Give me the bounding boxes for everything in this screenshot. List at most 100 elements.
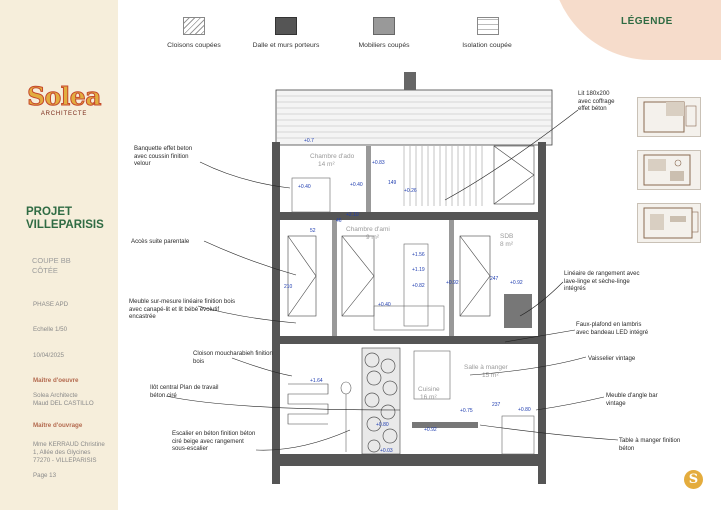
project-title: PROJET VILLEPARISIS bbox=[26, 206, 104, 232]
client-label: Maître d'ouvrage bbox=[33, 422, 83, 429]
moe-line1: Solea Architecte bbox=[33, 392, 78, 399]
svg-text:+0.7: +0.7 bbox=[304, 138, 314, 144]
brand-subtitle: ARCHITECTE bbox=[40, 111, 88, 117]
room-name: Chambre d'ado bbox=[310, 153, 355, 160]
note-lineaire: Linéaire de rangement avec lave-linge et… bbox=[564, 270, 640, 293]
note-faux-plafond: Faux-plafond en lambris avec bandeau LED… bbox=[576, 321, 649, 336]
dimensions: +0.7 +0.83 +0.40 +0.40 +0.26 149 52 +2.1… bbox=[284, 138, 531, 454]
washing-machine bbox=[504, 294, 532, 328]
note-meuble-angle: Meuble d'angle bar vintage bbox=[606, 392, 658, 407]
moe-line2: Maud DEL CASTILLO bbox=[33, 400, 94, 407]
legend-swatch-isolation bbox=[477, 17, 499, 35]
legend-swatch-dalle bbox=[275, 17, 297, 35]
brand-badge: S bbox=[684, 470, 703, 489]
svg-text:+0.26: +0.26 bbox=[404, 188, 417, 194]
svg-text:+0.40: +0.40 bbox=[350, 182, 363, 188]
client-line1: Mme KERRAUD Christine bbox=[33, 441, 105, 448]
staircase bbox=[287, 383, 329, 425]
project-title-line1: PROJET bbox=[26, 206, 73, 218]
section-drawing: Chambre d'ado 14 m² Chambre d'ami 9 m² S… bbox=[272, 72, 553, 484]
room-name: SDB bbox=[500, 233, 513, 240]
client-line3: 77270 - VILLEPARISIS bbox=[33, 457, 97, 464]
section-title-line1: COUPE BB bbox=[32, 256, 71, 265]
svg-text:237: 237 bbox=[492, 402, 501, 408]
svg-text:+0.83: +0.83 bbox=[372, 160, 385, 166]
section-title-line2: CÔTÉE bbox=[32, 266, 58, 275]
svg-text:46: 46 bbox=[336, 218, 342, 224]
plan-thumbnail-level-2 bbox=[637, 97, 701, 137]
partition bbox=[332, 220, 337, 336]
dresser bbox=[413, 350, 451, 400]
note-acces: Accès suite parentale bbox=[131, 238, 190, 245]
moucharabieh-pattern bbox=[364, 352, 398, 453]
room-name: Salle à manger bbox=[464, 364, 509, 371]
shelving bbox=[403, 243, 429, 327]
corner-bar bbox=[501, 415, 535, 455]
project-title-line2: VILLEPARISIS bbox=[26, 219, 104, 231]
right-wall bbox=[538, 142, 546, 484]
note-banquette: Banquette effet beton avec coussin finit… bbox=[134, 145, 193, 168]
note-cloison: Cloison moucharabieh finition bois bbox=[193, 350, 273, 365]
room-area: 16 m² bbox=[420, 394, 437, 401]
legend-label-cloisons: Cloisons coupées bbox=[167, 42, 221, 49]
room-area: 9 m² bbox=[366, 234, 380, 241]
sofa-bed bbox=[373, 305, 445, 331]
note-ilot: Ilôt central Plan de travail béton ciré bbox=[150, 384, 219, 399]
scale-label: Echelle 1/50 bbox=[33, 326, 68, 333]
svg-text:+0.80: +0.80 bbox=[518, 407, 531, 413]
partition bbox=[449, 220, 454, 336]
svg-text:149: 149 bbox=[388, 180, 397, 186]
section-title: COUPE BB CÔTÉE bbox=[32, 256, 71, 276]
svg-text:+0.92: +0.92 bbox=[510, 280, 523, 286]
sidebar-panel bbox=[0, 0, 118, 510]
plan-thumbnail-ground bbox=[637, 203, 701, 243]
note-meuble: Meuble sur-mesure linéaire finition bois… bbox=[129, 298, 236, 321]
svg-text:+1.56: +1.56 bbox=[412, 252, 425, 258]
partition bbox=[366, 146, 371, 212]
phase-label: PHASE APD bbox=[33, 301, 69, 308]
svg-text:+0.92: +0.92 bbox=[424, 427, 437, 433]
svg-text:+1.19: +1.19 bbox=[412, 267, 425, 273]
moe-label: Maître d'oeuvre bbox=[33, 377, 79, 384]
svg-text:52: 52 bbox=[310, 228, 316, 234]
legend-title: LÉGENDE bbox=[621, 16, 673, 27]
legend-label-isolation: Isolation coupée bbox=[462, 42, 512, 49]
doors bbox=[287, 145, 535, 317]
plan-thumbnail-level-1 bbox=[637, 150, 701, 190]
svg-text:+0.03: +0.03 bbox=[380, 448, 393, 454]
left-wall bbox=[272, 142, 280, 484]
chimney bbox=[404, 72, 416, 90]
slab-level-1 bbox=[280, 336, 538, 344]
svg-text:+0.92: +0.92 bbox=[446, 280, 459, 286]
svg-text:+0.40: +0.40 bbox=[378, 302, 391, 308]
room-area: 8 m² bbox=[500, 241, 514, 248]
banquette bbox=[291, 177, 331, 213]
room-area: 15 m² bbox=[482, 372, 499, 379]
note-lit: Lit 180x200 avec coffrage effet béton bbox=[578, 90, 615, 113]
room-name: Chambre d'ami bbox=[346, 226, 390, 233]
slab-ground bbox=[272, 454, 546, 466]
brand-name: Solea bbox=[27, 82, 102, 111]
page-number: Page 13 bbox=[33, 472, 57, 479]
brand-logo: Solea ARCHITECTE bbox=[26, 82, 102, 117]
svg-text:+1.64: +1.64 bbox=[310, 378, 323, 384]
wardrobe bbox=[403, 146, 483, 206]
legend-label-dalle: Dalle et murs porteurs bbox=[252, 42, 320, 49]
svg-text:+0.75: +0.75 bbox=[460, 408, 473, 414]
legend-label-mobiliers: Mobiliers coupés bbox=[358, 42, 410, 49]
room-area: 14 m² bbox=[318, 161, 335, 168]
slab-level-2 bbox=[280, 212, 538, 220]
svg-text:+0.80: +0.80 bbox=[376, 422, 389, 428]
roof-hatch bbox=[276, 95, 552, 139]
note-table: Table à manger finition béton bbox=[619, 437, 681, 452]
legend-swatch-mobiliers bbox=[373, 17, 395, 35]
client-line2: 1, Allée des Glycines bbox=[33, 449, 91, 456]
svg-text:+2.10: +2.10 bbox=[346, 212, 359, 218]
svg-text:247: 247 bbox=[490, 276, 499, 282]
note-escalier: Escalier en béton finition béton ciré be… bbox=[172, 430, 256, 453]
note-vaisselier: Vaisselier vintage bbox=[588, 355, 636, 362]
svg-text:+0.82: +0.82 bbox=[412, 283, 425, 289]
svg-text:+0.40: +0.40 bbox=[298, 184, 311, 190]
roof bbox=[275, 89, 553, 146]
